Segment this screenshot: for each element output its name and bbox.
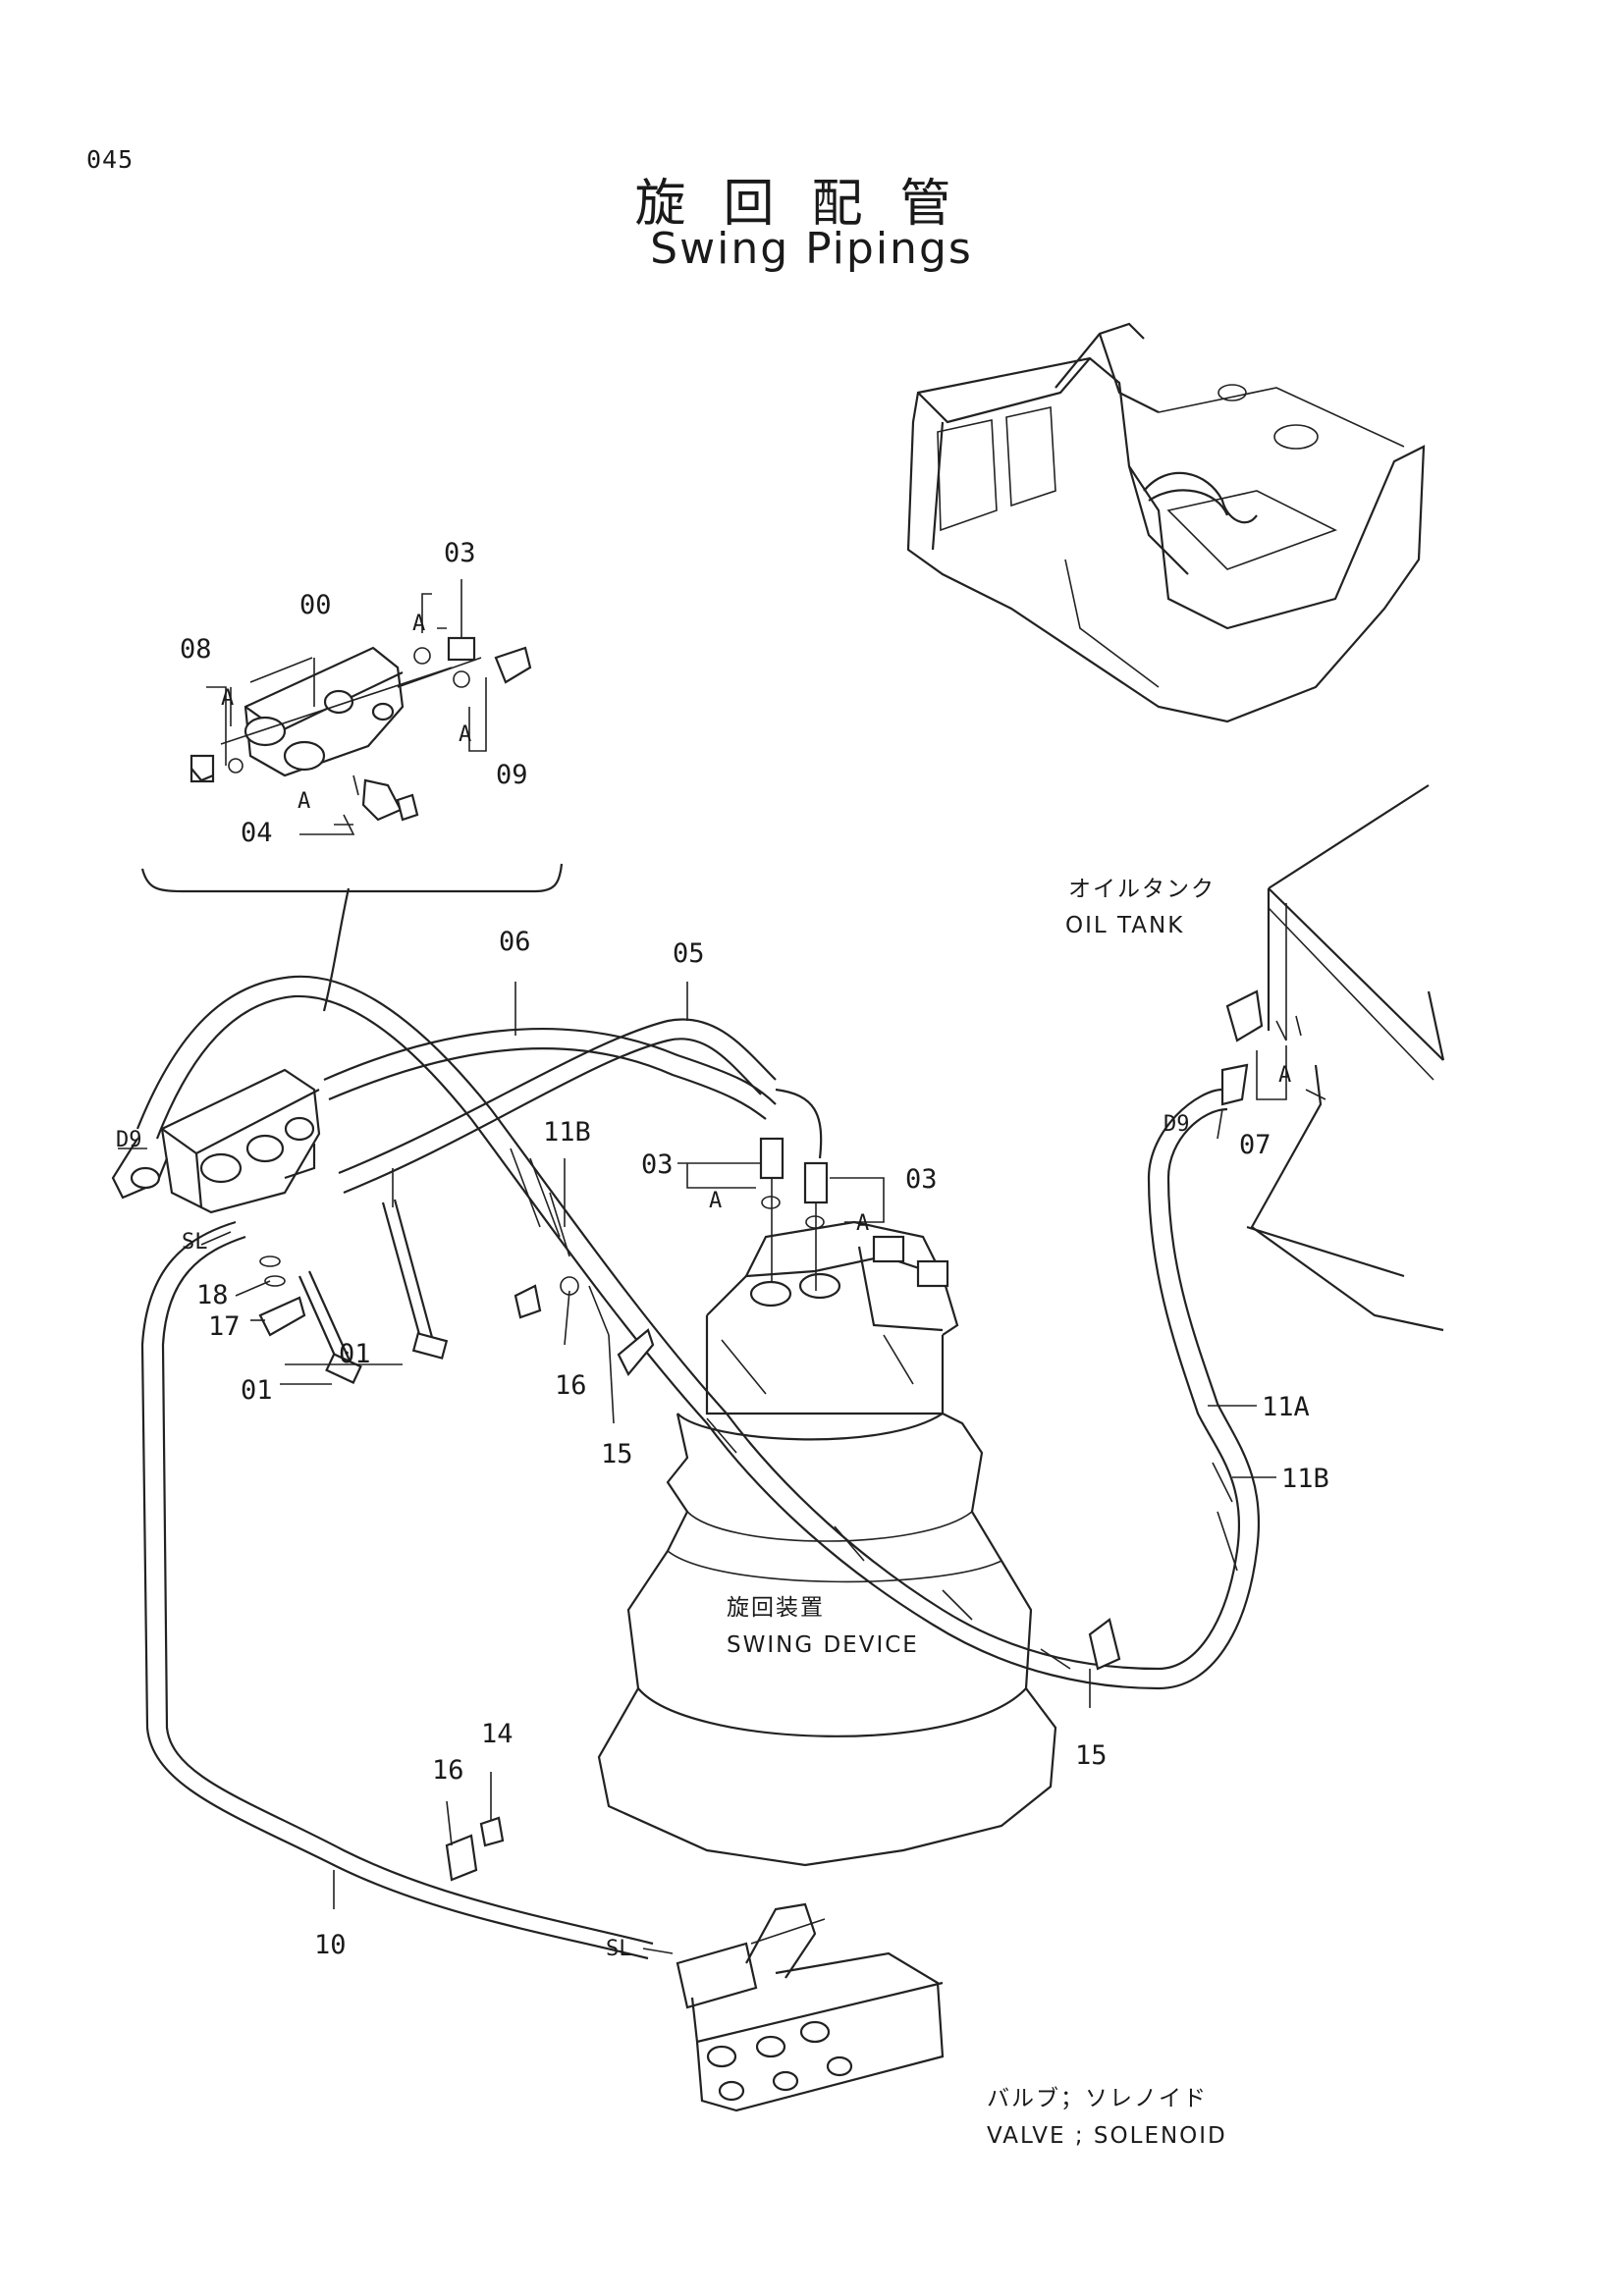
- solenoid-valve: [676, 1902, 945, 2112]
- valve-block: [111, 1068, 321, 1214]
- callout-03-left: 03: [641, 1149, 674, 1180]
- page-title-jp: 旋回配管: [634, 175, 989, 234]
- swing-device: [597, 1220, 1057, 1867]
- swing-device-caption-jp: 旋回装置: [727, 1595, 825, 1621]
- callout-03-right: 03: [905, 1164, 938, 1195]
- callout-01-lower: 01: [241, 1375, 273, 1406]
- oil-tank-caption-jp: オイルタンク: [1068, 877, 1216, 902]
- callout-sl-bottom: SL: [606, 1937, 632, 1961]
- callout-a-6: A: [856, 1211, 869, 1236]
- callout-a-1: A: [221, 686, 234, 711]
- callout-sl-left: SL: [182, 1230, 208, 1255]
- swing-device-caption-en: SWING DEVICE: [727, 1632, 919, 1658]
- callout-d9-left: D9: [116, 1128, 142, 1152]
- callout-18: 18: [196, 1280, 229, 1310]
- leader-lines: [118, 579, 1287, 1954]
- callout-15-right: 15: [1075, 1740, 1108, 1771]
- valve-caption-jp: バルブ；ソレノイド: [987, 2086, 1208, 2111]
- callout-a-5: A: [709, 1189, 722, 1213]
- valve-caption-en: VALVE ; SOLENOID: [987, 2123, 1227, 2149]
- callout-09: 09: [496, 760, 528, 790]
- callout-04: 04: [241, 818, 273, 848]
- hoses: [135, 975, 1302, 1960]
- oil-tank-caption-en: OIL TANK: [1065, 913, 1184, 938]
- page-number: 045: [86, 145, 135, 174]
- callout-a-2: A: [412, 612, 425, 636]
- callout-15-left: 15: [601, 1439, 633, 1469]
- callout-17: 17: [208, 1311, 241, 1342]
- callout-16-upper: 16: [555, 1370, 587, 1401]
- oil-tank: [1246, 784, 1445, 1332]
- callout-16-lower: 16: [432, 1755, 464, 1786]
- callout-07: 07: [1239, 1130, 1271, 1160]
- page-title-en: Swing Pipings: [650, 224, 973, 274]
- callout-01-upper: 01: [339, 1339, 371, 1369]
- callout-a-7: A: [1278, 1063, 1291, 1088]
- callout-11b-left: 11B: [543, 1117, 591, 1148]
- callout-a-4: A: [298, 789, 310, 814]
- callout-11b-right: 11B: [1281, 1464, 1329, 1494]
- excavator-overview: [906, 322, 1426, 723]
- callout-14: 14: [481, 1719, 514, 1749]
- exploded-valve-detail: [140, 636, 564, 1012]
- callout-08: 08: [180, 634, 212, 665]
- callout-11a: 11A: [1262, 1392, 1310, 1422]
- callout-10: 10: [314, 1930, 347, 1960]
- callout-06: 06: [499, 927, 531, 957]
- captions: オイルタンク OIL TANK 旋回装置 SWING DEVICE バルブ；ソレ…: [727, 877, 1227, 2149]
- callout-a-3: A: [459, 722, 471, 747]
- callout-03-detail: 03: [444, 538, 476, 568]
- callout-05: 05: [673, 938, 705, 969]
- callout-00: 00: [299, 590, 332, 620]
- callout-d9-right: D9: [1163, 1112, 1190, 1137]
- callout-labels: 00 03 08 A A A 09 A 04 06 05 D9 SL 11B 0…: [116, 538, 1329, 1961]
